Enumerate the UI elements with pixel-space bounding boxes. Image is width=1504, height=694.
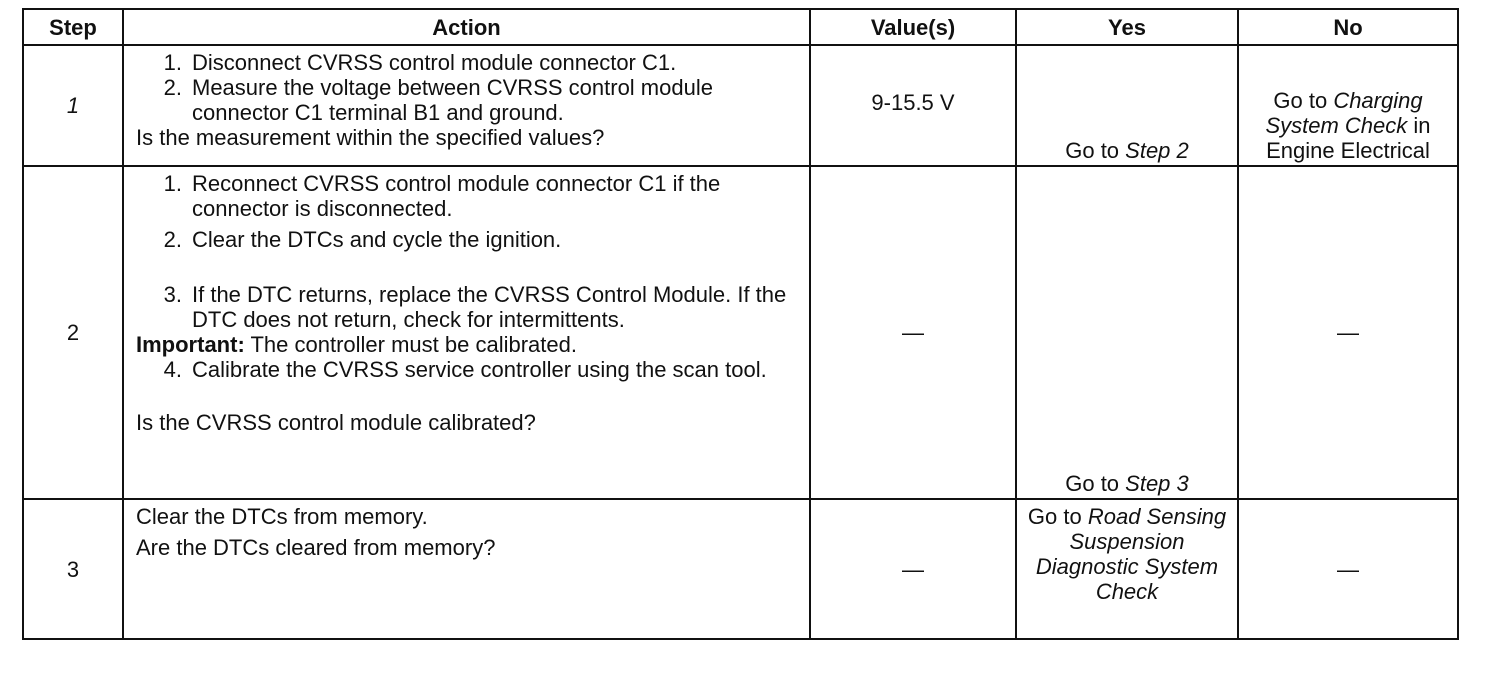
no-cell: Go to Charging System Check in Engine El… bbox=[1237, 44, 1459, 167]
action-item: 3. If the DTC returns, replace the CVRSS… bbox=[163, 282, 787, 332]
value-cell: — bbox=[809, 498, 1017, 640]
yes-cell: Go to Step 2 bbox=[1015, 44, 1239, 167]
action-cell: Clear the DTCs from memory. Are the DTCs… bbox=[122, 498, 811, 640]
no-cell: — bbox=[1237, 165, 1459, 500]
action-question: Are the DTCs cleared from memory? bbox=[136, 535, 496, 560]
value-cell: 9-15.5 V bbox=[809, 44, 1017, 167]
action-item: 1. Reconnect CVRSS control module connec… bbox=[163, 171, 721, 221]
procedure-link: Road Sensing Suspension Diagnostic Syste… bbox=[1035, 504, 1227, 604]
yes-cell: Go to Step 3 bbox=[1015, 165, 1239, 500]
header-action: Action bbox=[122, 8, 811, 46]
value-cell: — bbox=[809, 165, 1017, 500]
action-text: Clear the DTCs from memory. bbox=[136, 504, 428, 529]
diagnostic-table: Step Action Value(s) Yes No 1 1. Disconn… bbox=[22, 8, 1459, 640]
header-values: Value(s) bbox=[809, 8, 1017, 46]
header-yes: Yes bbox=[1015, 8, 1239, 46]
table-row: 1 1. Disconnect CVRSS control module con… bbox=[22, 44, 1459, 167]
header-row: Step Action Value(s) Yes No bbox=[22, 8, 1459, 46]
action-item: 2. Clear the DTCs and cycle the ignition… bbox=[163, 227, 562, 252]
action-item: 4. Calibrate the CVRSS service controlle… bbox=[163, 357, 767, 382]
yes-cell: Go to Road Sensing Suspension Diagnostic… bbox=[1015, 498, 1239, 640]
table-row: 2 1. Reconnect CVRSS control module conn… bbox=[22, 165, 1459, 500]
no-cell: — bbox=[1237, 498, 1459, 640]
action-cell: 1. Disconnect CVRSS control module conne… bbox=[122, 44, 811, 167]
action-cell: 1. Reconnect CVRSS control module connec… bbox=[122, 165, 811, 500]
table-row: 3 Clear the DTCs from memory. Are the DT… bbox=[22, 498, 1459, 640]
action-question: Is the measurement within the specified … bbox=[136, 125, 605, 150]
header-no: No bbox=[1237, 8, 1459, 46]
action-item: 2. Measure the voltage between CVRSS con… bbox=[163, 75, 713, 125]
action-question: Is the CVRSS control module calibrated? bbox=[136, 410, 536, 435]
step-number: 3 bbox=[22, 498, 124, 640]
step-link: Step 2 bbox=[1125, 138, 1189, 163]
step-number: 1 bbox=[22, 44, 124, 167]
step-link: Step 3 bbox=[1125, 471, 1189, 496]
header-step: Step bbox=[22, 8, 124, 46]
step-number: 2 bbox=[22, 165, 124, 500]
action-item: 1. Disconnect CVRSS control module conne… bbox=[163, 50, 677, 75]
procedure-link: Charging System Check bbox=[1265, 88, 1423, 138]
important-note: Important: The controller must be calibr… bbox=[136, 332, 577, 357]
